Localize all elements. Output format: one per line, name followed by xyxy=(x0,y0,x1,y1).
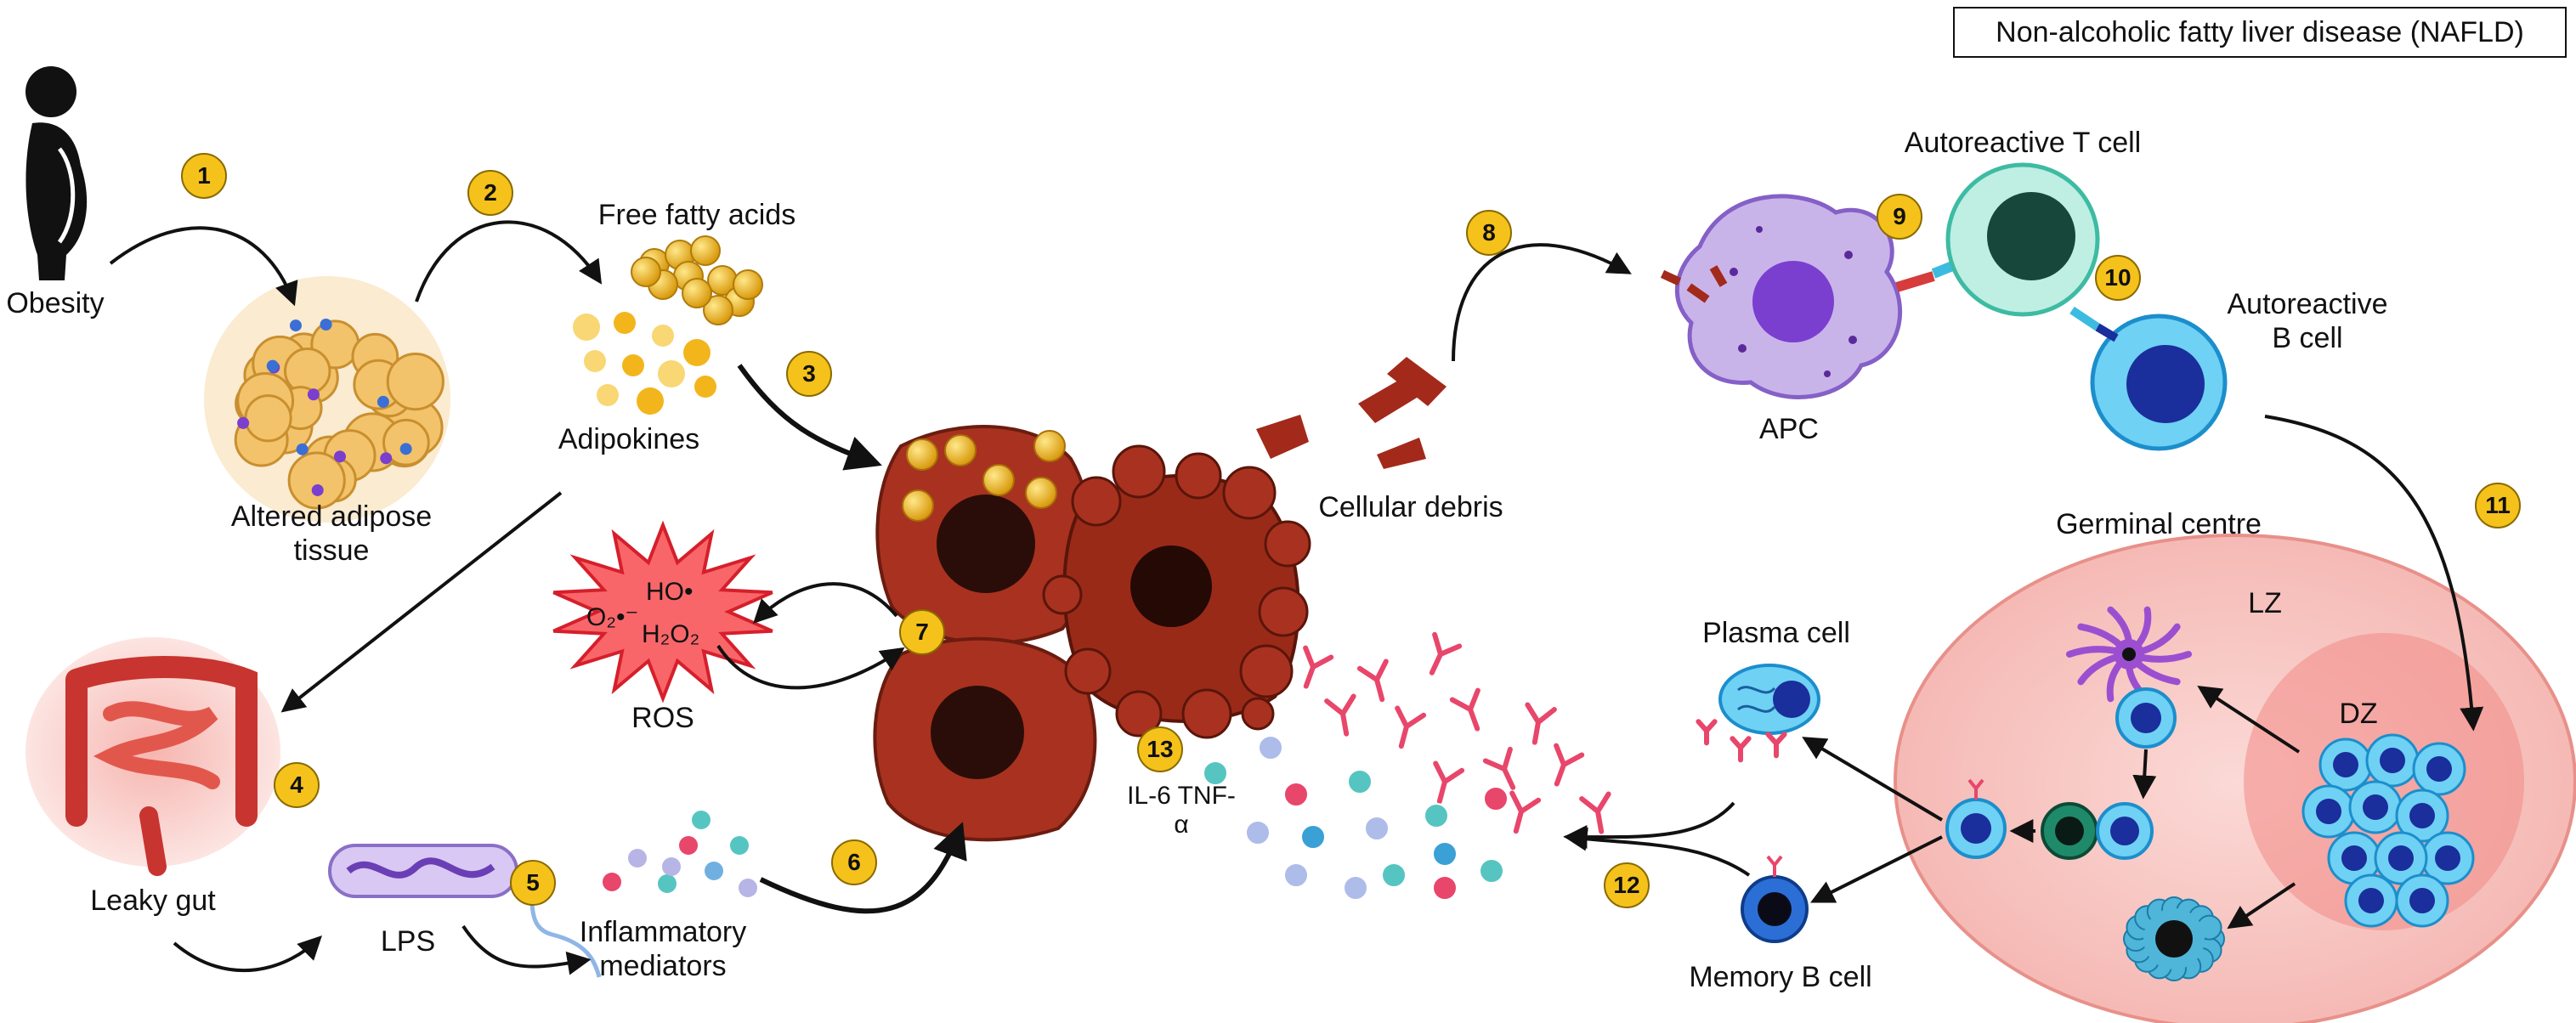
ros-species-o2: O₂•⁻ xyxy=(586,603,639,631)
arrow-ros-7 xyxy=(716,644,905,690)
step-badge-8: 8 xyxy=(1466,210,1512,256)
arrow-5 xyxy=(461,924,592,975)
b-cell-icon xyxy=(2069,306,2228,451)
arrow-8 xyxy=(1452,243,1632,362)
arrow-gut-lps xyxy=(173,935,322,973)
arrow-11 xyxy=(2264,415,2484,732)
label-memory-b-cell: Memory B cell xyxy=(1689,961,1872,993)
step-badge-4: 4 xyxy=(274,762,320,808)
label-adipokines: Adipokines xyxy=(558,423,700,455)
label-plasma-cell: Plasma cell xyxy=(1702,617,1850,649)
arrow-memory-cyto xyxy=(1563,827,1751,877)
arrow-3 xyxy=(737,364,882,471)
step-badge-11: 11 xyxy=(2475,483,2521,528)
plasma-cell-icon xyxy=(1718,664,1820,735)
step-badge-3: 3 xyxy=(786,351,832,397)
step-badge-13: 13 xyxy=(1137,726,1183,772)
germinal-centre-icon xyxy=(1894,534,2576,1023)
adipokines-icon xyxy=(573,312,716,415)
arrow-lz-down xyxy=(2132,749,2157,800)
arrow-7-ros xyxy=(753,582,898,624)
label-lps: LPS xyxy=(380,925,436,958)
arrow-1 xyxy=(109,226,298,307)
arrow-6 xyxy=(759,822,967,914)
step-badge-9: 9 xyxy=(1877,194,1922,240)
ros-species-h2o2: H₂O₂ xyxy=(642,620,700,648)
label-altered-adipose: Altered adipose tissue xyxy=(230,500,433,567)
t-cell-icon xyxy=(1945,162,2100,317)
label-lz: LZ xyxy=(2248,587,2282,619)
step-badge-1: 1 xyxy=(181,153,227,199)
label-autoreactive-b-cell: Autoreactive B cell xyxy=(2227,288,2388,354)
step-badge-10: 10 xyxy=(2095,255,2141,301)
cellular-debris-icon xyxy=(1256,357,1447,469)
label-germinal-centre: Germinal centre xyxy=(2056,508,2262,540)
ros-species-ho: HO• xyxy=(646,578,694,606)
ros-burst-icon xyxy=(552,520,773,704)
lps-bacterium-icon xyxy=(328,844,602,978)
adipose-tissue-icon xyxy=(204,276,450,523)
arrow-dz-lz xyxy=(2197,685,2301,754)
label-inflammatory-mediators: Inflammatory mediators xyxy=(579,916,747,982)
step-badge-5: 5 xyxy=(510,860,556,906)
label-apc: APC xyxy=(1759,413,1819,445)
leaky-gut-icon xyxy=(25,637,280,876)
step-badge-2: 2 xyxy=(467,170,513,216)
arrow-plasma-cyto xyxy=(1563,801,1735,850)
inflammatory-mediators-icon xyxy=(603,811,757,897)
diagram-title: Non-alcoholic fatty liver disease (NAFLD… xyxy=(1953,7,2567,58)
arrow-adipokines-gut xyxy=(280,491,563,713)
label-dz: DZ xyxy=(2339,698,2378,730)
pathway-arrows xyxy=(109,220,2484,975)
arrow-2 xyxy=(415,220,603,302)
cytokine-dots-icon xyxy=(1203,735,1509,901)
antibodies-icon xyxy=(1303,631,1787,834)
arrow-to-plasma xyxy=(1802,737,1944,822)
arrow-to-memory xyxy=(1809,835,1943,903)
hepatocytes-icon xyxy=(873,425,1311,842)
step-badge-12: 12 xyxy=(1604,862,1650,908)
label-free-fatty-acids: Free fatty acids xyxy=(597,199,796,231)
step-badge-7: 7 xyxy=(899,609,945,655)
label-cellular-debris: Cellular debris xyxy=(1318,491,1503,523)
label-autoreactive-t-cell: Autoreactive T cell xyxy=(1904,127,2142,159)
label-leaky-gut: Leaky gut xyxy=(90,885,216,917)
label-obesity: Obesity xyxy=(6,287,105,319)
obesity-person-icon xyxy=(25,66,88,280)
memory-b-cell-icon xyxy=(1741,855,1809,943)
label-ros: ROS xyxy=(631,702,694,734)
arrow-dz-apoptotic xyxy=(2227,882,2296,930)
label-cytokines: IL-6 TNF-α xyxy=(1127,782,1236,839)
step-badge-6: 6 xyxy=(831,839,877,885)
free-fatty-acids-icon xyxy=(631,235,763,325)
